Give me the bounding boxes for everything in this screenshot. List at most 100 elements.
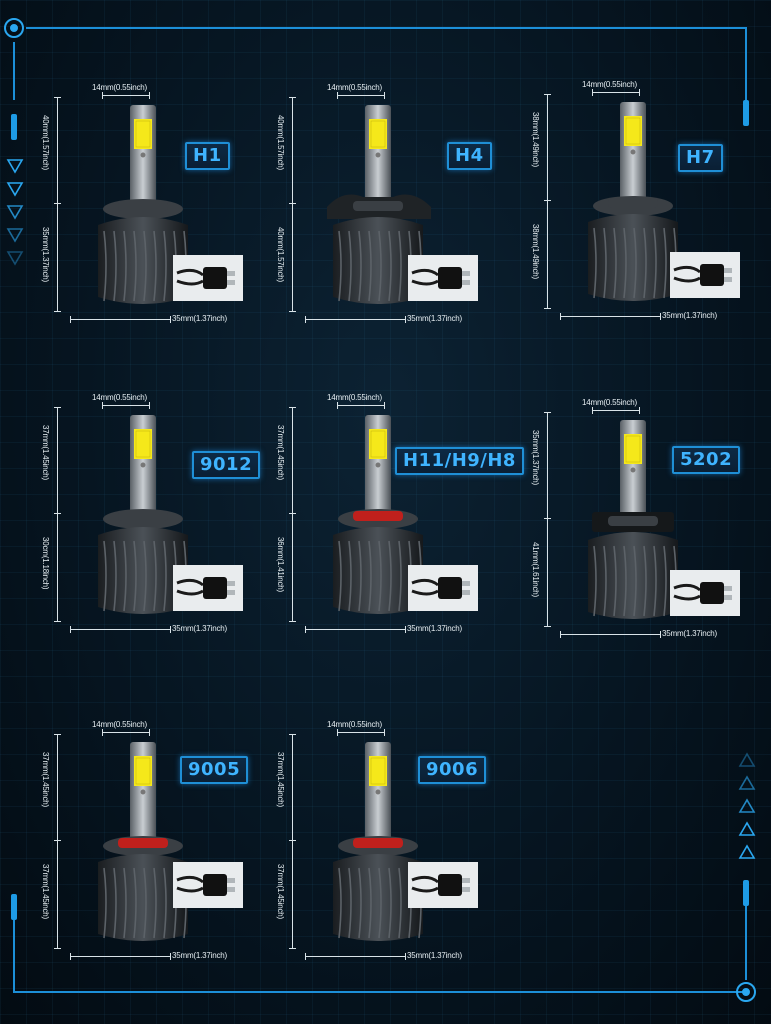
triangle-markers-right	[738, 752, 756, 859]
led-chip	[369, 756, 387, 786]
tick	[337, 402, 338, 409]
height-lower-dim: 36mm(1.41inch)	[276, 537, 285, 593]
width-bottom-dim: 35mm(1.37inch)	[172, 314, 228, 323]
tick	[149, 402, 150, 409]
tick	[289, 948, 296, 949]
tick	[70, 626, 71, 633]
bulb-ring	[353, 838, 403, 848]
led-bulb-image	[98, 105, 188, 304]
width-top-line	[102, 405, 150, 406]
height-upper-dim: 38mm(1.49inch)	[531, 112, 540, 168]
height-line	[292, 407, 293, 621]
tick	[544, 200, 551, 201]
tick	[289, 203, 296, 204]
tick	[639, 407, 640, 414]
width-bottom-dim: 35mm(1.37inch)	[172, 624, 228, 633]
tick	[289, 407, 296, 408]
led-chip	[369, 429, 387, 459]
connector-image	[670, 252, 740, 298]
led-bulb-image	[333, 742, 423, 941]
tick	[337, 729, 338, 736]
width-top-line	[102, 732, 150, 733]
tick	[337, 92, 338, 99]
led-chip	[134, 119, 152, 149]
tick	[54, 407, 61, 408]
tick	[544, 626, 551, 627]
height-lower-dim: 30cm(1.18inch)	[41, 537, 50, 590]
tick	[305, 953, 306, 960]
height-line	[57, 734, 58, 948]
width-bottom-line	[70, 629, 170, 630]
bulb-card-5: 14mm(0.55inch)35mm(1.37inch)41mm(1.61inc…	[530, 390, 771, 650]
bulb-ring	[118, 838, 168, 848]
model-label: 9006	[418, 756, 487, 784]
width-top-line	[337, 732, 385, 733]
bulb-ring	[118, 511, 168, 521]
width-bottom-dim: 35mm(1.37inch)	[407, 951, 463, 960]
height-lower-dim: 37mm(1.45inch)	[41, 864, 50, 920]
height-upper-dim: 40mm(1.57inch)	[276, 115, 285, 171]
led-chip	[624, 434, 642, 464]
model-label: 9012	[192, 451, 261, 479]
tick	[405, 953, 406, 960]
tick	[70, 316, 71, 323]
height-line	[292, 97, 293, 311]
tick	[54, 311, 61, 312]
tick	[289, 311, 296, 312]
tick	[54, 948, 61, 949]
bulb-card-1: 14mm(0.55inch)40mm(1.57inch)40mm(1.57inc…	[275, 75, 532, 335]
tick	[102, 402, 103, 409]
tick	[384, 92, 385, 99]
bulb-card-3: 14mm(0.55inch)37mm(1.45inch)30cm(1.18inc…	[40, 385, 297, 645]
width-bottom-line	[70, 319, 170, 320]
connector-image	[408, 862, 478, 908]
tick	[289, 97, 296, 98]
connector-image	[670, 570, 740, 616]
tick	[54, 734, 61, 735]
tick	[544, 308, 551, 309]
width-top-line	[102, 95, 150, 96]
led-bulb-image	[588, 420, 678, 619]
connector-image	[173, 862, 243, 908]
width-top-dim: 14mm(0.55inch)	[92, 720, 148, 729]
tick	[54, 840, 61, 841]
led-chip	[134, 429, 152, 459]
width-top-line	[592, 410, 640, 411]
width-bottom-line	[560, 634, 660, 635]
height-lower-dim: 37mm(1.45inch)	[276, 864, 285, 920]
tick	[102, 729, 103, 736]
height-line	[547, 94, 548, 308]
tick	[54, 621, 61, 622]
tick	[289, 513, 296, 514]
tick	[289, 734, 296, 735]
triangle-markers-left	[6, 159, 24, 266]
led-chip	[624, 116, 642, 146]
tick	[544, 412, 551, 413]
width-bottom-dim: 35mm(1.37inch)	[407, 314, 463, 323]
led-chip	[369, 119, 387, 149]
tick	[384, 402, 385, 409]
height-upper-dim: 37mm(1.45inch)	[41, 425, 50, 481]
tick	[305, 316, 306, 323]
width-bottom-dim: 35mm(1.37inch)	[172, 951, 228, 960]
width-bottom-line	[560, 316, 660, 317]
width-top-dim: 14mm(0.55inch)	[327, 393, 383, 402]
bulb-ring	[353, 201, 403, 211]
width-top-dim: 14mm(0.55inch)	[92, 83, 148, 92]
tick	[170, 953, 171, 960]
width-bottom-line	[305, 956, 405, 957]
tick	[544, 518, 551, 519]
tick	[149, 92, 150, 99]
bulb-card-0: 14mm(0.55inch) 40mm(1.57inch) 35mm(1.37inc…	[40, 75, 297, 335]
width-top-dim: 14mm(0.55inch)	[327, 720, 383, 729]
tick	[170, 316, 171, 323]
height-upper-dim: 37mm(1.45inch)	[41, 752, 50, 808]
tick	[592, 89, 593, 96]
tick	[54, 203, 61, 204]
height-lower-dim: 40mm(1.57inch)	[276, 227, 285, 283]
width-top-dim: 14mm(0.55inch)	[582, 398, 638, 407]
tick	[149, 729, 150, 736]
height-upper-dim: 37mm(1.45inch)	[276, 425, 285, 481]
tick	[170, 626, 171, 633]
